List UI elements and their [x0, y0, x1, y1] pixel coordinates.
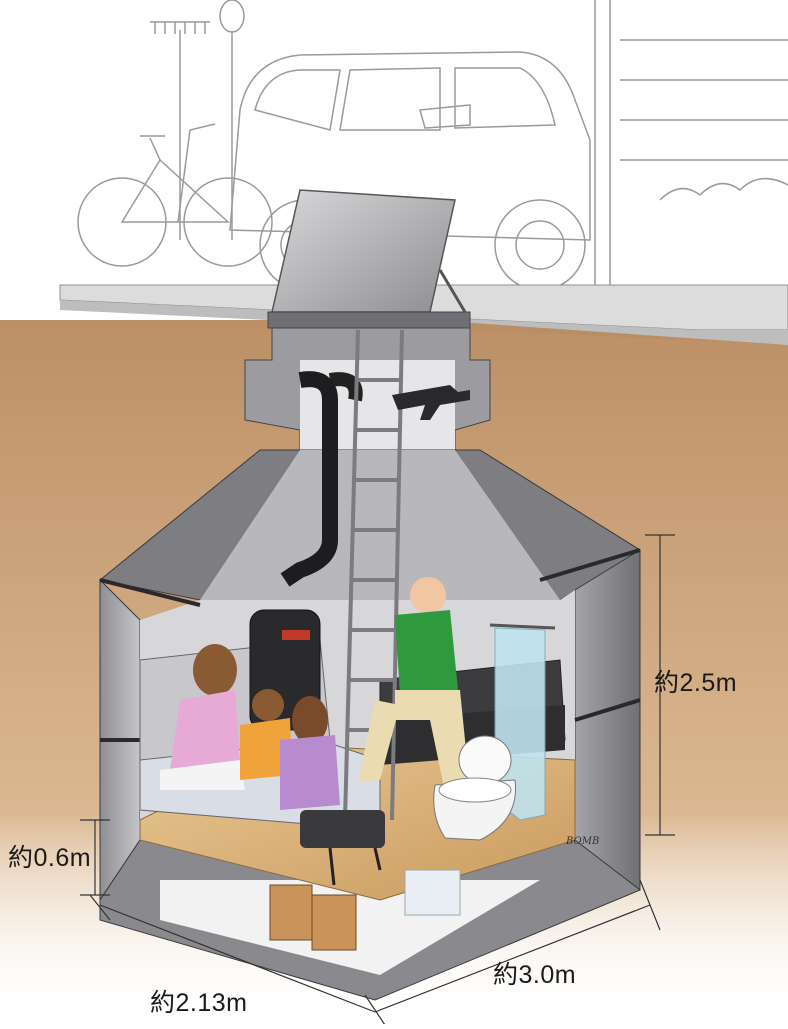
- length-dimension-label: 約3.0m: [493, 961, 577, 989]
- rifle-icon: [392, 385, 470, 420]
- floor-gap-dimension-label: 約0.6m: [8, 844, 92, 872]
- ladder-icon: [343, 329, 404, 821]
- person-girl: [280, 696, 340, 810]
- brand-logo: BOMB: [566, 836, 600, 847]
- toilet-icon: [433, 735, 517, 841]
- dimension-lines: [80, 534, 675, 1026]
- storage-buckets: [269, 869, 461, 951]
- person-woman: [160, 644, 245, 790]
- surface-scene: [77, 0, 788, 300]
- bicycle-icon: [77, 123, 273, 267]
- hatch-lid: [267, 189, 471, 329]
- width-dimension-label: 約2.13m: [150, 989, 248, 1017]
- height-dimension-label: 約2.5m: [654, 669, 738, 697]
- person-child: [240, 689, 292, 780]
- house-wall: [594, 0, 788, 300]
- person-man: [358, 577, 470, 792]
- bench: [300, 810, 385, 886]
- people: [160, 577, 470, 810]
